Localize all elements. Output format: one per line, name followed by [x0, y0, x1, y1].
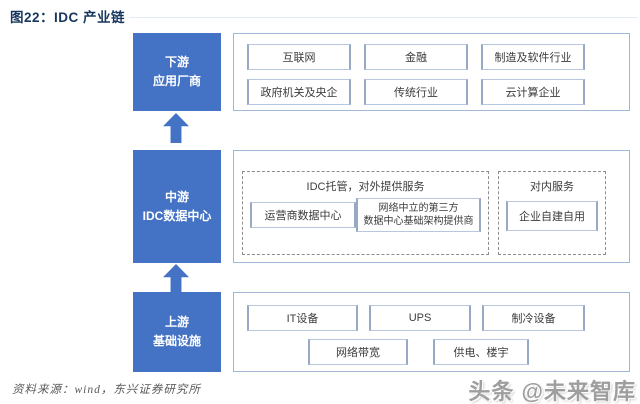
upstream-content-box: IT设备 UPS 制冷设备 网络带宽 供电、楼宇: [233, 292, 630, 372]
midstream-row: 中游 IDC数据中心 IDC托管，对外提供服务 运营商数据中心 网络中立的第三方…: [0, 150, 640, 263]
upstream-row: 上游 基础设施 IT设备 UPS 制冷设备 网络带宽 供电、楼宇: [0, 292, 640, 372]
upstream-items-row1: IT设备 UPS 制冷设备: [247, 305, 585, 331]
upstream-label-line1: 上游: [164, 315, 189, 330]
watermark: 头条 @未来智库: [468, 379, 636, 404]
midstream-label-box: 中游 IDC数据中心: [133, 150, 221, 263]
box-power-building: 供电、楼宇: [433, 339, 529, 365]
downstream-label-line2: 应用厂商: [152, 74, 201, 88]
up-arrow-icon: [163, 113, 189, 143]
upstream-items-row2: 网络带宽 供电、楼宇: [308, 339, 529, 365]
midstream-label-line1: 中游: [164, 189, 189, 204]
internal-services-header: 对内服务: [530, 181, 574, 193]
external-services-items: 运营商数据中心 网络中立的第三方 数据中心基础架构提供商: [243, 198, 488, 232]
external-services-group: IDC托管，对外提供服务 运营商数据中心 网络中立的第三方 数据中心基础架构提供…: [242, 171, 489, 255]
upstream-label-line2: 基础设施: [152, 334, 201, 348]
upstream-label-box: 上游 基础设施: [133, 292, 221, 372]
midstream-content-box: IDC托管，对外提供服务 运营商数据中心 网络中立的第三方 数据中心基础架构提供…: [233, 150, 630, 263]
downstream-items-grid: 互联网 金融 制造及软件行业 政府机关及央企 传统行业 云计算企业: [247, 44, 585, 105]
title-rule: [129, 17, 638, 18]
box-network-bandwidth: 网络带宽: [308, 339, 408, 365]
third-party-line2: 数据中心基础架构提供商: [363, 216, 474, 227]
downstream-row: 下游 应用厂商 互联网 金融 制造及软件行业 政府机关及央企 传统行业 云计算企…: [0, 33, 640, 111]
box-manufacturing-software: 制造及软件行业: [481, 44, 585, 70]
downstream-label-line1: 下游: [164, 55, 189, 70]
source-note: 资料来源：wind，东兴证券研究所: [12, 384, 201, 396]
external-services-header: IDC托管，对外提供服务: [306, 181, 425, 193]
third-party-line1: 网络中立的第三方: [378, 202, 459, 214]
box-third-party-provider: 网络中立的第三方 数据中心基础架构提供商: [356, 198, 481, 232]
box-finance: 金融: [364, 44, 468, 70]
box-enterprise-self-built: 企业自建自用: [506, 201, 598, 231]
box-traditional-industry: 传统行业: [364, 79, 468, 105]
box-cloud-computing: 云计算企业: [481, 79, 585, 105]
figure-title: 图22：IDC 产业链: [10, 10, 126, 25]
box-internet: 互联网: [247, 44, 351, 70]
internal-services-group: 对内服务 企业自建自用: [498, 171, 606, 255]
midstream-label-line2: IDC数据中心: [142, 208, 212, 223]
downstream-label-box: 下游 应用厂商: [133, 33, 221, 111]
downstream-content-box: 互联网 金融 制造及软件行业 政府机关及央企 传统行业 云计算企业: [233, 33, 630, 111]
up-arrow-icon: [163, 264, 189, 294]
box-it-equipment: IT设备: [247, 305, 358, 331]
box-cooling-equipment: 制冷设备: [482, 305, 585, 331]
box-government-central-enterprises: 政府机关及央企: [247, 79, 351, 105]
box-operator-data-center: 运营商数据中心: [250, 202, 357, 228]
box-ups: UPS: [369, 305, 471, 331]
